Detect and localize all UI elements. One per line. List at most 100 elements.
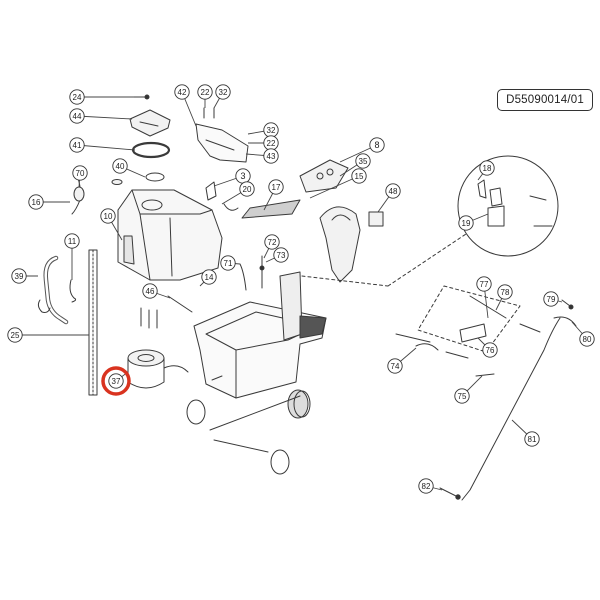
callout-label: 71 bbox=[224, 259, 233, 268]
part-screw-79 bbox=[439, 299, 574, 500]
callout-35: 35 bbox=[355, 153, 371, 169]
callout-40: 40 bbox=[112, 158, 128, 174]
callout-3: 3 bbox=[235, 168, 251, 184]
callout-label: 20 bbox=[243, 185, 252, 194]
callout-circle bbox=[273, 247, 289, 263]
callout-19: 19 bbox=[458, 215, 474, 231]
part-handle-15 bbox=[319, 206, 361, 283]
callout-label: 17 bbox=[272, 183, 281, 192]
callout-label: 11 bbox=[68, 237, 77, 246]
callout-label: 41 bbox=[73, 141, 82, 150]
callout-71: 71 bbox=[220, 255, 236, 271]
callout-label: 15 bbox=[355, 172, 364, 181]
callout-label: 70 bbox=[76, 169, 85, 178]
leader-line-15 bbox=[309, 175, 360, 199]
callout-label: 39 bbox=[15, 272, 24, 281]
callout-20: 20 bbox=[239, 181, 255, 197]
callout-73: 73 bbox=[273, 247, 289, 263]
part-pedal-linkage bbox=[395, 285, 541, 377]
highlight-ring bbox=[101, 366, 131, 396]
callout-circle bbox=[215, 84, 231, 100]
callout-16: 16 bbox=[28, 194, 44, 210]
callout-78: 78 bbox=[497, 284, 513, 300]
callout-circle bbox=[476, 276, 492, 292]
callout-label: 24 bbox=[73, 93, 82, 102]
callout-22a: 22 bbox=[197, 84, 213, 100]
part-hose-39 bbox=[37, 255, 69, 325]
callout-label: 44 bbox=[73, 112, 82, 121]
callout-76: 76 bbox=[482, 342, 498, 358]
part-cover-42 bbox=[195, 107, 249, 163]
callout-label: 75 bbox=[458, 392, 467, 401]
callout-circle bbox=[454, 388, 470, 404]
callout-48: 48 bbox=[385, 183, 401, 199]
callout-39: 39 bbox=[11, 268, 27, 284]
callout-label: 77 bbox=[480, 280, 489, 289]
callout-22b: 22 bbox=[263, 135, 279, 151]
callout-label: 32 bbox=[219, 88, 228, 97]
callout-79: 79 bbox=[543, 291, 559, 307]
callout-label: 48 bbox=[389, 187, 398, 196]
callout-circle bbox=[355, 153, 371, 169]
callout-circle bbox=[482, 342, 498, 358]
part-hose-11 bbox=[69, 279, 77, 303]
callout-label: 22 bbox=[267, 139, 276, 148]
callout-label: 19 bbox=[462, 219, 471, 228]
callout-32b: 32 bbox=[263, 122, 279, 138]
callout-label: 42 bbox=[178, 88, 187, 97]
callout-label: 25 bbox=[11, 331, 20, 340]
callout-82: 82 bbox=[418, 478, 434, 494]
callout-label: 73 bbox=[277, 251, 286, 260]
part-tube-25 bbox=[88, 249, 98, 396]
callout-circle bbox=[458, 215, 474, 231]
callout-14: 14 bbox=[201, 269, 217, 285]
callout-circle bbox=[112, 158, 128, 174]
callout-circle bbox=[197, 84, 213, 100]
callout-label: 10 bbox=[104, 212, 113, 221]
callout-18: 18 bbox=[479, 160, 495, 176]
leader-line-44 bbox=[76, 115, 133, 120]
callout-circle bbox=[11, 268, 27, 284]
callout-circle bbox=[579, 331, 595, 347]
callout-circle bbox=[72, 165, 88, 181]
callout-label: 37 bbox=[112, 377, 121, 386]
callout-label: 78 bbox=[501, 288, 510, 297]
part-lid-44 bbox=[129, 109, 171, 137]
callout-circle bbox=[268, 179, 284, 195]
callout-circle bbox=[174, 84, 190, 100]
callout-circle bbox=[64, 233, 80, 249]
callout-circle bbox=[524, 431, 540, 447]
callout-label: 14 bbox=[205, 273, 214, 282]
callout-label: 8 bbox=[374, 140, 379, 150]
callout-15: 15 bbox=[351, 168, 367, 184]
callout-24: 24 bbox=[69, 89, 85, 105]
callout-75: 75 bbox=[454, 388, 470, 404]
callout-circle bbox=[100, 208, 116, 224]
callout-80: 80 bbox=[579, 331, 595, 347]
callout-74: 74 bbox=[387, 358, 403, 374]
callout-circle bbox=[387, 358, 403, 374]
callout-77: 77 bbox=[476, 276, 492, 292]
part-panel-8 bbox=[299, 159, 349, 193]
callout-circle bbox=[418, 478, 434, 494]
callout-37: 37 bbox=[101, 366, 131, 396]
part-pipes-71 bbox=[239, 255, 265, 291]
callout-circle bbox=[497, 284, 513, 300]
document-code: D55090014/01 bbox=[497, 89, 593, 111]
part-inset-detail bbox=[301, 155, 559, 287]
callout-46: 46 bbox=[142, 283, 158, 299]
callout-circle bbox=[239, 181, 255, 197]
callout-label: 72 bbox=[268, 238, 277, 247]
callout-circle bbox=[69, 108, 85, 124]
callout-42: 42 bbox=[174, 84, 190, 100]
callout-43: 43 bbox=[263, 148, 279, 164]
callout-25: 25 bbox=[7, 327, 23, 343]
callout-label: 35 bbox=[359, 157, 368, 166]
callout-17: 17 bbox=[268, 179, 284, 195]
callout-label: 81 bbox=[528, 435, 537, 444]
callout-label: 74 bbox=[391, 362, 400, 371]
part-switch-48 bbox=[368, 211, 384, 227]
callout-circle bbox=[351, 168, 367, 184]
callout-label: 22 bbox=[201, 88, 210, 97]
